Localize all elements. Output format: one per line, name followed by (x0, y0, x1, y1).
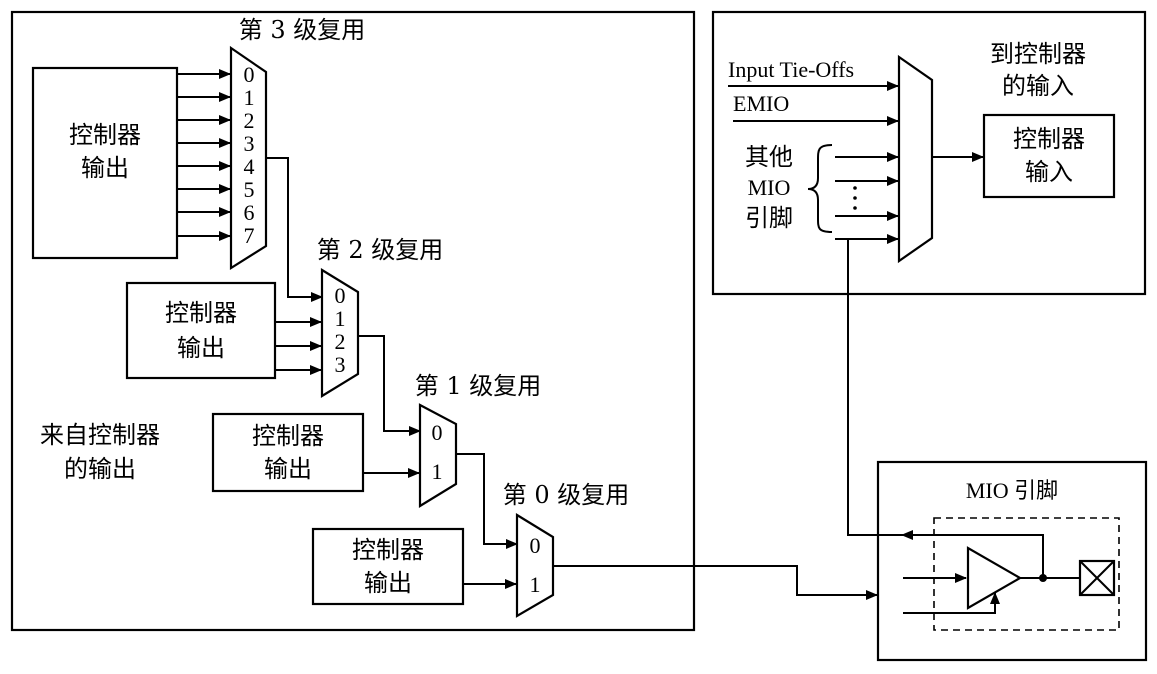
stage3-input-6: 6 (244, 200, 255, 225)
stage2-title: 第 2 级复用 (317, 236, 444, 264)
stage3-input-3: 3 (244, 131, 255, 156)
other-pins-line2: MIO (748, 175, 791, 200)
stage3-input-2: 2 (244, 108, 255, 133)
stage1-controller-output-box (211, 412, 365, 493)
stage1-inputs: 0 1 (432, 420, 443, 484)
stage3-inputs: 0 1 2 3 4 5 6 7 (244, 62, 255, 248)
controller-input-box (982, 113, 1116, 199)
stage2-controller-output-box (125, 281, 277, 380)
stage3-input-7: 7 (244, 223, 255, 248)
brace (807, 144, 833, 233)
output-mux-frame (10, 10, 696, 632)
stage3-source-line2: 输出 (81, 154, 129, 182)
stage2-input-3: 3 (335, 352, 346, 377)
mio-pin-dashed-region (933, 517, 1120, 631)
stage3-input-arrows (177, 69, 231, 241)
stage1-input-1: 1 (432, 459, 443, 484)
stage1-to-stage0-wire (456, 453, 518, 549)
stage2-source-line1: 控制器 (165, 299, 237, 327)
ellipsis-dots (853, 186, 857, 210)
stage2-input-0: 0 (335, 283, 346, 308)
stage1-source-line2: 输出 (264, 455, 312, 483)
stage2-mux (320, 268, 360, 398)
stage3-input-4: 4 (244, 154, 255, 179)
stage3-controller-output-box (31, 66, 179, 260)
stage2-to-stage1-wire (358, 335, 421, 436)
stage2-source-line2: 输出 (177, 334, 225, 362)
to-controller-line1: 到控制器 (990, 40, 1086, 68)
stage3-input-0: 0 (244, 62, 255, 87)
stage1-title: 第 1 级复用 (415, 372, 542, 400)
stage0-input-0: 0 (530, 533, 541, 558)
junction-dot (1039, 574, 1047, 582)
from-controller-line2: 的输出 (64, 455, 136, 483)
input-tie-offs-label: Input Tie-Offs (728, 57, 854, 82)
stage0-mux (515, 513, 555, 618)
stage0-inputs: 0 1 (530, 533, 541, 597)
mio-pin-frame (876, 460, 1148, 662)
stage2-input-1: 1 (335, 306, 346, 331)
stage3-input-5: 5 (244, 177, 255, 202)
input-mux-frame (711, 10, 1147, 296)
emio-label: EMIO (733, 91, 789, 116)
other-pin-arrows (835, 152, 899, 244)
controller-input-line2: 输入 (1025, 158, 1073, 186)
stage3-to-stage2-wire (266, 157, 323, 302)
other-pins-line3: 引脚 (745, 204, 793, 232)
stage0-controller-output-box (311, 527, 465, 606)
stage3-source-line1: 控制器 (69, 121, 141, 149)
stage3-mux (229, 45, 268, 270)
input-mux (897, 54, 934, 264)
stage1-mux (418, 403, 458, 508)
stage0-title: 第 0 级复用 (503, 481, 630, 509)
to-controller-line2: 的输入 (1002, 72, 1074, 100)
output-buffer (966, 546, 1023, 610)
from-controller-line1: 来自控制器 (40, 421, 160, 449)
stage1-input-0: 0 (432, 420, 443, 445)
stage2-input-2: 2 (335, 329, 346, 354)
output-to-mio-wire (553, 565, 878, 600)
stage3-title: 第 3 级复用 (239, 16, 366, 44)
stage0-source-line1: 控制器 (352, 536, 424, 564)
stage0-source-line2: 输出 (364, 569, 412, 597)
stage0-input-1: 1 (530, 572, 541, 597)
buffer-enable-arrow (903, 592, 1000, 614)
stage1-source-line1: 控制器 (252, 422, 324, 450)
stage2-input-arrows (275, 317, 322, 375)
pad-icon (1078, 559, 1116, 597)
stage3-input-1: 1 (244, 85, 255, 110)
stage2-inputs: 0 1 2 3 (335, 283, 346, 377)
other-pins-line1: 其他 (745, 143, 793, 171)
controller-input-line1: 控制器 (1013, 125, 1085, 153)
mio-pin-title: MIO 引脚 (966, 478, 1058, 503)
